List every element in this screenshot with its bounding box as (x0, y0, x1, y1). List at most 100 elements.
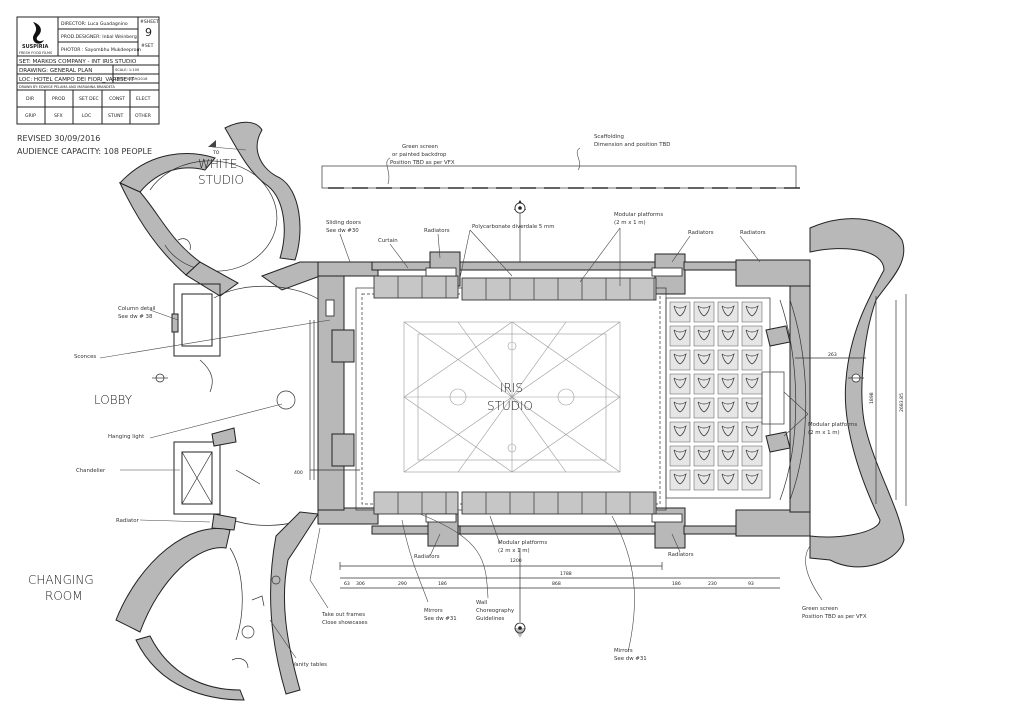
changing-room-walls (115, 511, 319, 701)
radiator-lobby-note: Radiator (116, 518, 140, 524)
wall-choreo-1: Wall (476, 600, 487, 606)
mirror-panels (373, 275, 657, 515)
chandelier-note: Chandelier (76, 468, 106, 474)
modular-right-2: (2 m x 1 m) (808, 430, 840, 436)
dept-setdec: SET DEC (79, 96, 99, 102)
location: LOC: HOTEL CAMPO DEI FIORI_VARESE IT (19, 77, 135, 83)
vanity-tables-note: Vanity tables (292, 662, 327, 668)
chain-dim-0: 63 (344, 581, 350, 587)
chain-dim-4: 868 (552, 581, 561, 587)
iris-studio-walls (309, 251, 811, 549)
dept-loc: LOC (82, 113, 91, 119)
take-out-frames-1: Take out frames (321, 612, 365, 618)
wall-choreo-2: Choreography (476, 608, 515, 614)
prod-designer: PROD.DESIGNER: Inbal Weinberg (61, 34, 137, 40)
gs-top-3: Position TBD as per VFX (390, 160, 455, 166)
title-block: SUSPIRIA FRESH FOOD FILMS DIRECTOR: Luca… (16, 16, 160, 125)
sliding-doors-2: See dw #30 (326, 228, 359, 234)
iris-label-1: IRIS (500, 381, 523, 395)
polycarbonate-ceiling (403, 321, 621, 473)
modular-bottom-2: (2 m x 1 m) (498, 548, 530, 554)
gs-top-2: or painted backdrop (392, 152, 447, 158)
dim-2683: 2683.85 (899, 393, 905, 412)
photo: PHOTOR : Sayombhu Mukdeeprom (61, 47, 141, 53)
chain-dim-7: 93 (748, 581, 754, 587)
director: DIRECTOR: Luca Guadagnino (61, 21, 128, 27)
logo: SUSPIRIA FRESH FOOD FILMS (19, 22, 52, 55)
leader-lines (99, 147, 823, 659)
dept-grip: GRIP (25, 113, 36, 119)
gs-top-1: Green screen (402, 144, 438, 150)
drawn-by: DRAWN BY: EDWIGE PELAMA AND MARIANNA BRA… (19, 85, 116, 89)
take-out-frames-2: Close showcases (322, 620, 368, 626)
to-label: TO (212, 150, 220, 156)
mirrors-right-1: Mirrors (614, 648, 633, 654)
set-name: SET: MARKOS COMPANY - INT IRIS STUDIO (19, 59, 137, 65)
radiators-bottom-right: Radiators (668, 552, 694, 558)
scale: SCALE: 1:100 (115, 68, 140, 72)
dept-elect: ELECT (136, 96, 151, 102)
mirrors-left-1: Mirrors (424, 608, 443, 614)
scaffolding-1: Scaffolding (594, 134, 624, 140)
radiators-right: Radiators (740, 230, 766, 236)
section-arrow-right (848, 373, 864, 383)
chain-dim-5: 186 (672, 581, 681, 587)
chain-dim-6: 230 (708, 581, 717, 587)
green-screen-top (321, 165, 800, 189)
column-detail-1: Column detail (118, 306, 156, 312)
lobby-walls (171, 261, 321, 531)
right-curved-wall (779, 218, 905, 568)
sheet-number: 9 (145, 26, 152, 39)
dept-dir: DIR (26, 96, 35, 102)
white-studio-label-1: WHITE (198, 157, 237, 171)
dim-1200: 1200 (510, 558, 522, 564)
column-detail-2: See dw # 38 (118, 314, 153, 320)
logo-sub: FRESH FOOD FILMS (19, 51, 52, 55)
sheet-label: #SHEET (140, 19, 159, 25)
green-screen-right-1: Green screen (802, 606, 838, 612)
modular-right-1: Modular platforms (808, 422, 857, 428)
dimension-lines (310, 294, 907, 589)
revised-date: REVISED 30/09/2016 (17, 134, 100, 143)
section-arrow-to: TO (208, 140, 247, 156)
polycarbonate-note: Polycarbonate diverdale 5 mm (472, 224, 555, 230)
scaffolding-2: Dimension and position TBD (594, 142, 670, 148)
white-studio-walls (118, 121, 301, 276)
audience-seating (665, 297, 791, 499)
mirrors-left-2: See dw #31 (424, 616, 457, 622)
set-label: #SET (141, 43, 154, 49)
radiators-bottom: Radiators (414, 554, 440, 560)
modular-top-2: (2 m x 1 m) (614, 220, 646, 226)
dim-1898: 1898 (869, 392, 875, 404)
dept-const: CONST (109, 96, 125, 102)
radiators (425, 267, 683, 523)
chain-dim-3: 186 (438, 581, 447, 587)
date: DATE: 02/09/2016 (115, 77, 148, 81)
section-marker-bottom (514, 548, 526, 638)
dim-400: 400 (294, 470, 303, 476)
hanging-light-note: Hanging light (108, 434, 144, 440)
audience-capacity: AUDIENCE CAPACITY: 108 PEOPLE (17, 147, 152, 156)
section-marker-top (514, 200, 526, 262)
dept-stunt: STUNT (108, 113, 124, 119)
sliding-doors-1: Sliding doors (326, 220, 361, 226)
dept-sfx: SFX (54, 113, 63, 119)
wall-choreo-3: Guidelines (476, 616, 505, 622)
logo-text: SUSPIRIA (22, 44, 48, 50)
radiators-top-right: Radiators (688, 230, 714, 236)
modular-bottom-1: Modular platforms (498, 540, 547, 546)
iris-label-2: STUDIO (487, 399, 533, 413)
curtain-note: Curtain (378, 238, 398, 244)
dept-prod: PROD (52, 96, 66, 102)
mirrors-right-2: See dw #31 (614, 656, 647, 662)
changing-room-label-2: ROOM (45, 589, 83, 603)
section-arrow-left (152, 373, 168, 383)
lobby-label: LOBBY (94, 393, 133, 407)
chain-dim-1: 306 (356, 581, 365, 587)
changing-room-label-1: CHANGING (28, 573, 94, 587)
modular-top-1: Modular platforms (614, 212, 663, 218)
dim-1788: 1788 (560, 571, 572, 577)
drawing-name: DRAWING: GENERAL PLAN (19, 68, 92, 74)
white-studio-label-2: STUDIO (198, 173, 244, 187)
